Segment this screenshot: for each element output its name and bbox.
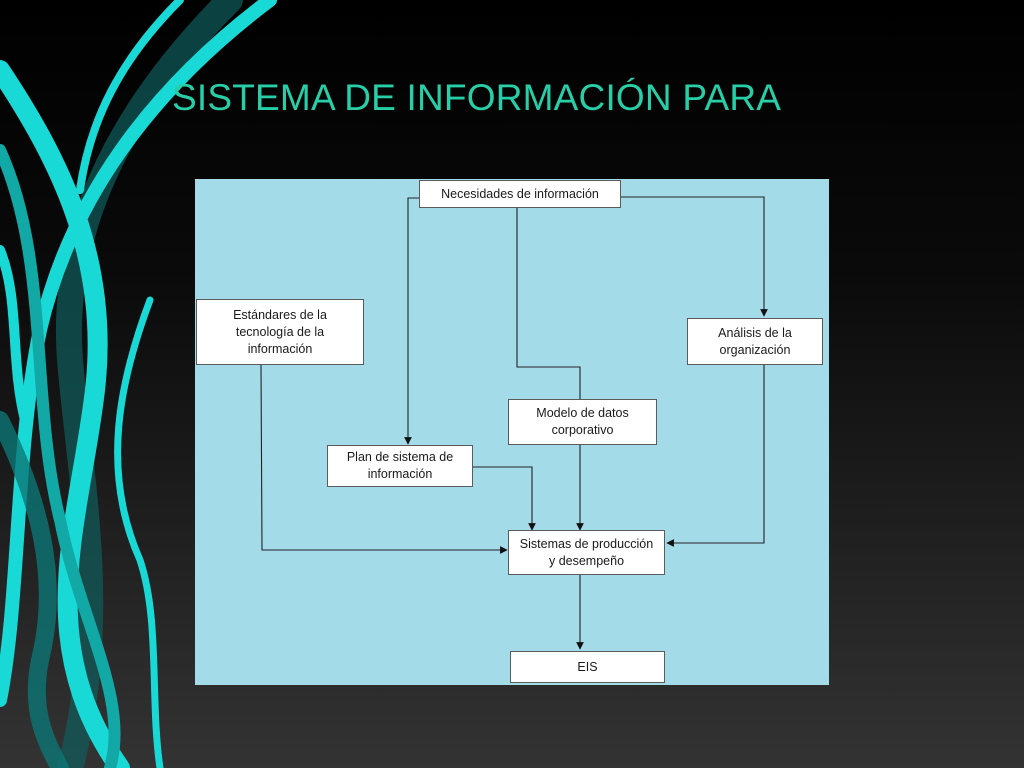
node-label: Plan de sistema de información (346, 450, 454, 481)
connector-necesidades-modelo (516, 208, 581, 399)
node-label: Sistemas de producción y desempeño (519, 536, 654, 568)
swirl-stroke (76, 0, 184, 194)
node-label: EIS (577, 659, 598, 674)
connector-necesidades-analisis (621, 196, 768, 317)
swirl-stroke (0, 60, 130, 768)
node-label: Modelo de datos corporativo (536, 406, 629, 437)
swirl-stroke (114, 296, 164, 768)
slide-title: SISTEMA DE INFORMACIÓN PARA (172, 77, 782, 118)
title-ghost-text (170, 30, 266, 60)
node-analisis-organizacion: Análisis de la organización (687, 318, 823, 365)
node-label: Necesidades de información (441, 186, 599, 201)
swirl-stroke (0, 144, 121, 768)
node-necesidades-de-informacion: Necesidades de información (419, 180, 621, 208)
node-estandares-tecnologia: Estándares de la tecnología de la inform… (196, 299, 364, 365)
connector-plan-sistemas (473, 466, 536, 531)
swirl-stroke (0, 411, 69, 768)
connector-necesidades-plan (404, 197, 419, 445)
flow-diagram: Necesidades de información Estándares de… (195, 179, 829, 685)
node-label: Análisis de la organización (718, 325, 792, 357)
connector-estandares-sistemas (260, 364, 508, 554)
node-label: Estándares de la tecnología de la inform… (233, 307, 327, 356)
diagram-connectors (260, 196, 768, 650)
node-modelo-datos-corporativo: Modelo de datos corporativo (508, 399, 657, 445)
connector-analisis-sistemas (666, 365, 765, 547)
node-sistemas-produccion-desempeno: Sistemas de producción y desempeño (508, 530, 665, 575)
swirl-stroke (0, 245, 30, 425)
node-plan-sistema-informacion: Plan de sistema de información (327, 445, 473, 487)
node-eis: EIS (510, 651, 665, 683)
